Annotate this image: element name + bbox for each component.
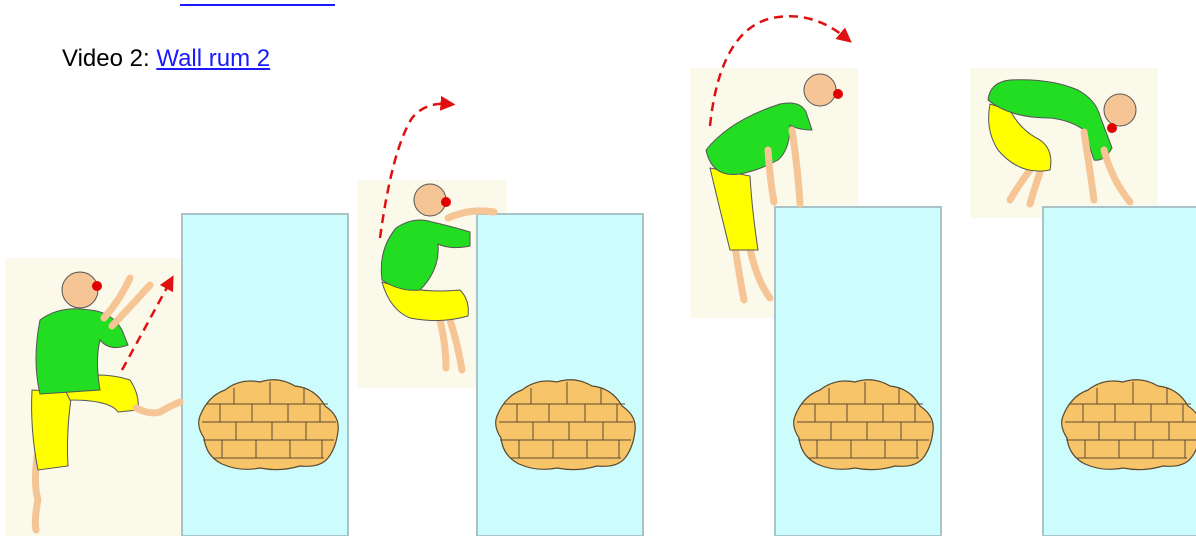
wall-4 <box>1043 207 1196 536</box>
frame-2-grab-top <box>357 104 643 536</box>
frame-3-climb-over <box>690 16 941 536</box>
frame-1-run-up <box>5 214 348 536</box>
frame-4-crouch-on-wall <box>970 68 1196 536</box>
brick-pile-4 <box>1062 380 1196 470</box>
wall-1 <box>182 214 348 536</box>
wall-2 <box>477 214 643 536</box>
wall-3 <box>775 207 941 536</box>
